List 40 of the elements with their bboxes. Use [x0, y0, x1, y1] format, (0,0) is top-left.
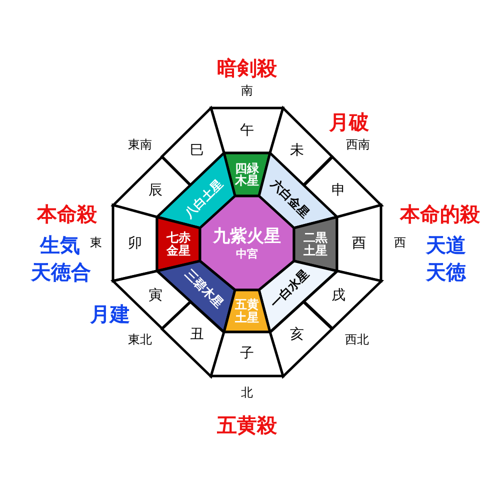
- direction-label: 西南: [346, 138, 370, 152]
- direction-blessing: 天道: [426, 234, 466, 256]
- direction-warning: 本命的殺: [400, 203, 480, 225]
- star-name: 六白金星: [268, 177, 312, 220]
- direction-label: 西北: [345, 333, 369, 347]
- star-name: 七赤金星: [166, 232, 190, 257]
- direction-label: 東南: [128, 138, 152, 152]
- direction-label: 北: [241, 386, 253, 400]
- zodiac-branch: 寅: [148, 288, 163, 303]
- zodiac-branch: 卯: [128, 236, 142, 251]
- direction-warning: 暗剣殺: [217, 57, 277, 79]
- zodiac-branch: 戌: [331, 288, 346, 303]
- zodiac-branch: 酉: [352, 236, 366, 251]
- direction-blessing: 生気: [40, 234, 80, 256]
- zodiac-branch: 未: [290, 143, 304, 158]
- direction-warning: 月破: [329, 111, 369, 133]
- zodiac-branch: 巳: [190, 143, 204, 158]
- zodiac-branch: 丑: [190, 327, 204, 342]
- direction-label: 西: [394, 236, 406, 250]
- direction-warning: 本命殺: [37, 203, 97, 225]
- direction-label: 東北: [128, 333, 152, 347]
- star-name: 九紫火星: [213, 228, 281, 246]
- direction-blessing: 月建: [90, 303, 130, 325]
- star-name: 八白土星: [182, 177, 226, 220]
- star-name: 四緑木星: [235, 162, 259, 188]
- zodiac-branch: 辰: [148, 184, 163, 198]
- zodiac-branch: 申: [331, 184, 346, 198]
- zodiac-branch: 子: [240, 346, 254, 362]
- zodiac-branch: 午: [240, 123, 254, 138]
- direction-warning: 五黄殺: [217, 414, 277, 436]
- direction-label: 東: [90, 236, 102, 250]
- palace-label: 中宮: [236, 248, 258, 260]
- star-name: 一白水星: [268, 267, 312, 310]
- zodiac-branch: 亥: [290, 327, 304, 342]
- direction-label: 南: [241, 84, 253, 98]
- star-name: 五黄土星: [235, 298, 259, 324]
- star-name: 三碧木星: [182, 267, 226, 310]
- star-name: 二黒土星: [304, 232, 328, 257]
- direction-blessing: 天徳合: [31, 261, 91, 283]
- direction-blessing: 天徳: [426, 261, 466, 283]
